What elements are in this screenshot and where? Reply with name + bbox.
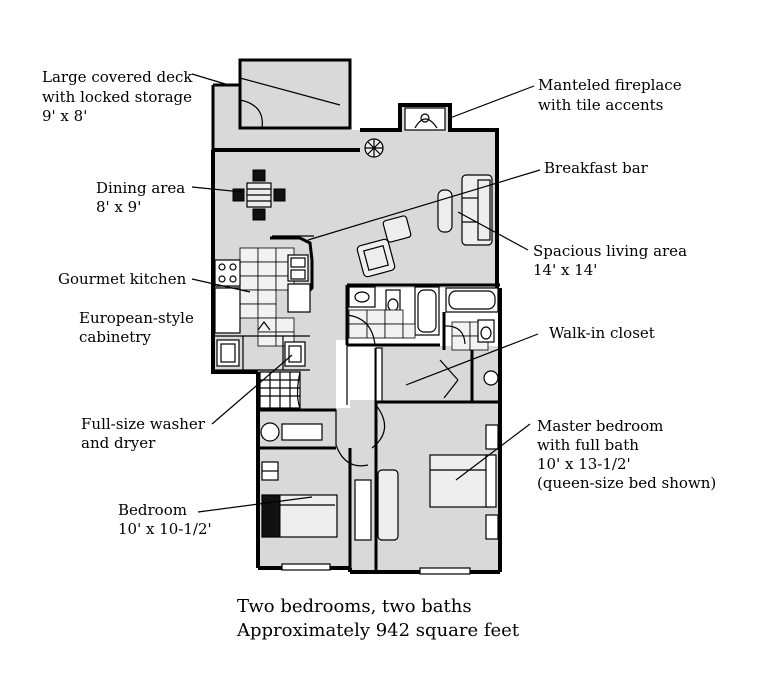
master-label-line3: 10' x 13-1/2' (537, 455, 631, 473)
cabinetry-label: European-style cabinetry (79, 309, 194, 346)
deck-label: Large covered deck with locked storage 9… (42, 68, 193, 125)
dining-label: Dining area 8' x 9' (96, 179, 185, 216)
dining-label-line1: Dining area (96, 179, 185, 197)
plant (364, 138, 384, 158)
caption-line1: Two bedrooms, two baths (237, 596, 472, 617)
closet-label-line1: Walk-in closet (549, 324, 655, 342)
master-label-line4: (queen-size bed shown) (537, 474, 716, 492)
kitchen (213, 235, 314, 371)
kitchen-label-line1: Gourmet kitchen (58, 270, 187, 288)
armchair (356, 215, 412, 278)
fireplace (404, 107, 446, 131)
deck-label-line3: 9' x 8' (42, 107, 87, 125)
deck (211, 58, 360, 152)
fireplace-label-line1: Manteled fireplace (538, 76, 682, 94)
breakfast-bar-label: Breakfast bar (544, 159, 649, 177)
walk-in-closet (346, 314, 500, 405)
washer-label-line1: Full-size washer (81, 415, 206, 433)
dining-label-line2: 8' x 9' (96, 198, 141, 216)
breakfast-bar-label-line1: Breakfast bar (544, 159, 649, 177)
washer-label-line2: and dryer (81, 434, 156, 452)
fireplace-label: Manteled fireplace with tile accents (538, 76, 682, 114)
bedroom-label-line2: 10' x 10-1/2' (118, 520, 212, 538)
master-label-line1: Master bedroom (537, 417, 663, 435)
leader-lines (191, 73, 541, 513)
bedroom-label: Bedroom 10' x 10-1/2' (118, 501, 212, 538)
master-bath (345, 283, 500, 386)
closet-label: Walk-in closet (549, 324, 655, 342)
master-label: Master bedroom with full bath 10' x 13-1… (537, 417, 716, 492)
cabinetry-label-line1: European-style (79, 309, 194, 327)
living-label-line1: Spacious living area (533, 242, 687, 260)
coffee-table (437, 189, 453, 233)
hall-bath (256, 409, 369, 467)
washer-label: Full-size washer and dryer (81, 415, 206, 452)
living-label: Spacious living area 14' x 14' (533, 242, 687, 279)
master-label-line2: with full bath (537, 436, 639, 454)
laundry (258, 371, 336, 412)
master-bedroom (281, 402, 499, 575)
caption-line2: Approximately 942 square feet (236, 620, 520, 641)
deck-label-line1: Large covered deck (42, 68, 193, 86)
deck-label-line2: with locked storage (42, 88, 192, 106)
sofa (461, 174, 493, 246)
dining-table (232, 169, 286, 221)
caption: Two bedrooms, two baths Approximately 94… (236, 596, 520, 641)
living-label-line2: 14' x 14' (533, 261, 597, 279)
fireplace-label-line2: with tile accents (538, 96, 663, 114)
kitchen-label: Gourmet kitchen (58, 270, 187, 288)
cabinetry-label-line2: cabinetry (79, 328, 151, 346)
bedroom-label-line1: Bedroom (118, 501, 187, 519)
